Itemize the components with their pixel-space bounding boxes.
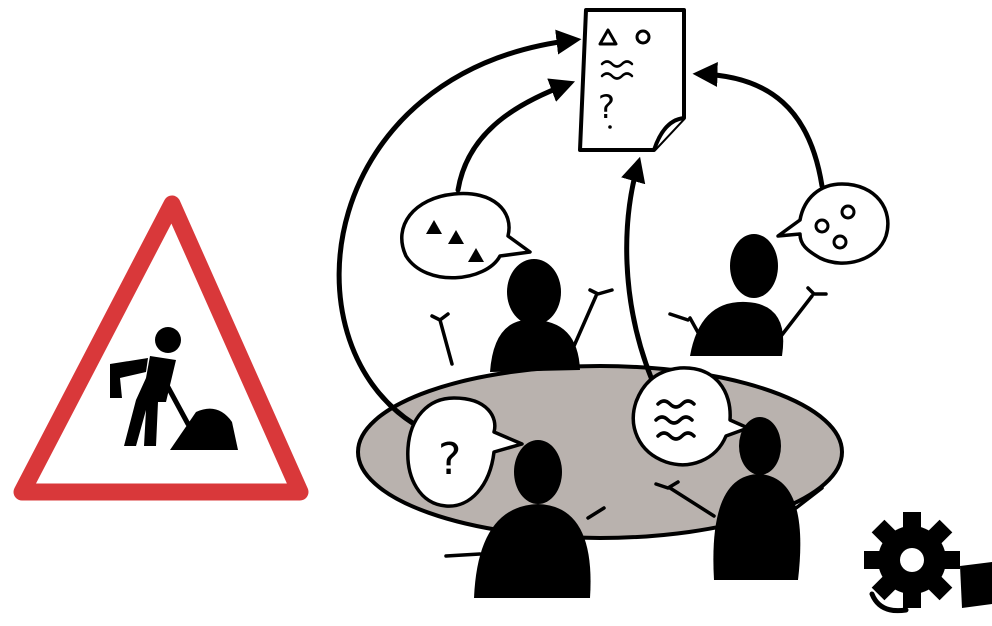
arrow-front-right-to-document [627,164,652,380]
arrow-back-left-to-document [458,84,568,190]
speech-bubble-circles [778,184,888,263]
speech-bubble-triangles [402,194,530,278]
document-question-mark: ? [598,88,615,126]
document-icon: ? [580,10,684,150]
gear-icon [864,512,992,611]
bubble-question-mark: ? [438,434,461,485]
arrow-back-right-to-document [700,74,822,186]
roadwork-warning-sign-icon [22,204,300,492]
person-back-right [670,234,826,356]
